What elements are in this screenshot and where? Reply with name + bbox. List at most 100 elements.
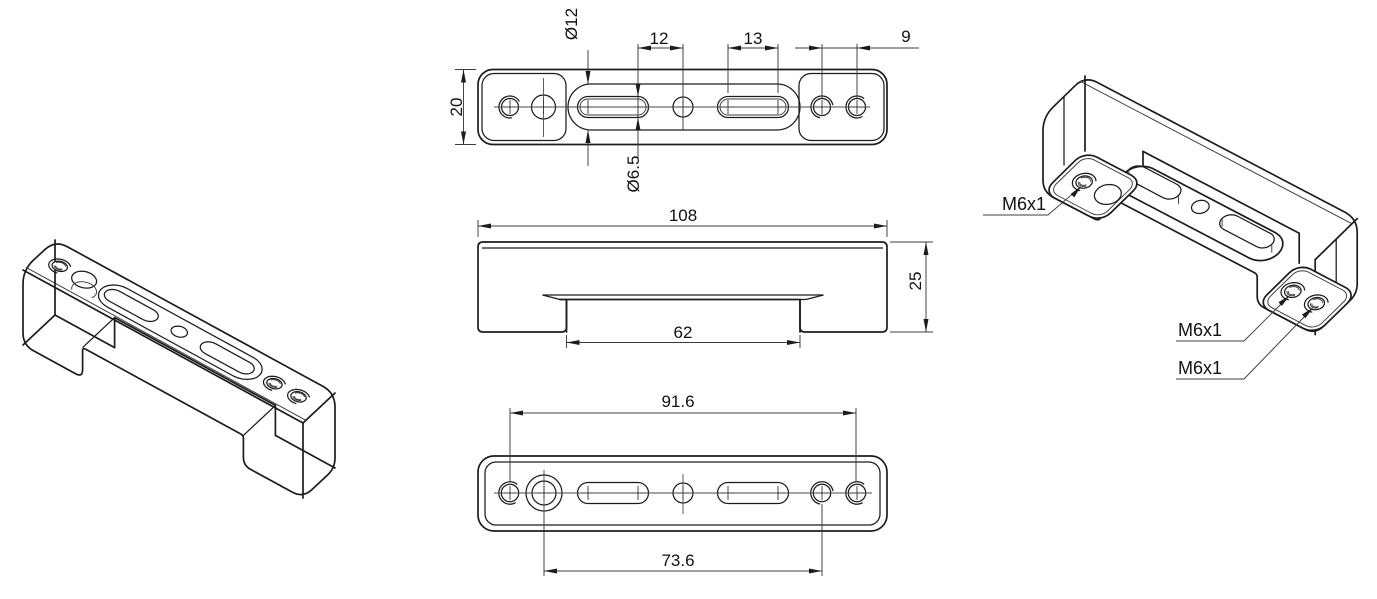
slot-2 <box>199 341 255 375</box>
foot-bottom-edge <box>54 314 116 349</box>
dim-bottom-inner-pitch: 73.6 <box>661 551 694 570</box>
foot-bottom-edge <box>22 314 56 346</box>
foot-bottom-edge <box>274 434 336 469</box>
dimension-arrowhead <box>510 410 523 416</box>
thread-line <box>55 265 63 270</box>
dimension-arrowhead <box>874 223 887 229</box>
dim-top-spacing-12: 12 <box>650 29 669 48</box>
recess-back-edge <box>113 316 277 407</box>
counterbore-opening <box>1093 183 1122 206</box>
dim-bottom-outer-pitch: 91.6 <box>661 392 694 411</box>
end-top-edge <box>302 392 336 424</box>
recess-back-edge <box>1142 150 1301 235</box>
thread-line <box>1311 303 1319 308</box>
thread-line <box>1286 291 1296 297</box>
dimension-arrowhead <box>670 45 683 51</box>
dimension-arrowhead <box>461 69 466 83</box>
thread-callout-1: M6x1 <box>1002 194 1046 214</box>
dim-top-spacing-9: 9 <box>901 27 910 46</box>
part-outline-top <box>477 68 888 146</box>
dimension-arrowhead <box>923 242 929 255</box>
thread-line <box>293 396 302 401</box>
dimension-arrowhead <box>843 410 856 416</box>
hole-depth-arc <box>71 281 98 299</box>
center-hole <box>1190 199 1210 215</box>
dim-front-height: 25 <box>906 272 925 291</box>
part-outline-front <box>477 241 888 333</box>
dimension-arrowhead <box>728 45 741 51</box>
dimension-arrowhead <box>1301 307 1314 319</box>
dim-top-slot-13: 13 <box>744 29 763 48</box>
bottom-face-edge <box>484 461 881 526</box>
view-front <box>477 220 933 348</box>
dim-top-slot-width: Ø12 <box>562 8 581 40</box>
thread-arc <box>845 95 865 119</box>
thread-line <box>269 382 278 387</box>
thread-line <box>1077 181 1087 187</box>
thread-arc <box>498 95 521 119</box>
slot-2 <box>1219 214 1275 249</box>
dim-top-hole-dia: Ø6.5 <box>624 156 643 193</box>
leader-line <box>1243 298 1288 342</box>
thread-line <box>1312 298 1324 304</box>
top-near-edge <box>22 269 304 424</box>
dimension-arrowhead <box>809 568 822 574</box>
foot-pad-fillet <box>1267 270 1348 328</box>
dimension-arrowhead <box>923 319 929 332</box>
view-isometric-left <box>22 239 336 499</box>
dimension-arrowhead <box>585 71 591 84</box>
view-bottom <box>477 408 888 576</box>
dimension-arrowhead <box>635 117 641 131</box>
thread-outer-arc <box>1071 172 1097 192</box>
dim-front-span: 62 <box>674 323 693 342</box>
thread-line <box>1079 181 1087 186</box>
thread-line <box>1309 303 1319 309</box>
dimension-arrowhead <box>585 130 591 143</box>
dimension-arrowhead <box>857 45 870 51</box>
edge-fillet <box>25 266 307 421</box>
thread-outer-arc <box>286 388 311 405</box>
part-outline-bottom <box>477 455 888 532</box>
dimension-labels: 20 Ø12 12 13 9 Ø6.5 108 25 62 91.6 73.6 … <box>447 8 1222 570</box>
dim-front-length: 108 <box>669 206 697 225</box>
thread-arc <box>498 481 518 505</box>
thread-arc <box>810 481 834 505</box>
thread-outer-arc <box>262 375 286 392</box>
foot-pad-fillet <box>1053 158 1133 216</box>
notch-top-edge <box>242 404 276 436</box>
thread-line <box>53 265 63 271</box>
thread-line <box>294 392 305 398</box>
thread-line <box>292 395 302 401</box>
recess-chamfer <box>542 294 561 301</box>
dimension-arrowhead <box>638 45 651 51</box>
dimension-arrowhead <box>1070 186 1082 198</box>
thread-outer-arc <box>1303 294 1329 313</box>
thread-line <box>55 261 67 267</box>
thread-arc <box>845 481 865 505</box>
thread-line <box>1289 286 1300 291</box>
slot-1 <box>103 288 159 323</box>
dimension-arrowhead <box>566 340 580 345</box>
dimension-arrowhead <box>461 131 466 145</box>
dimension-arrowhead <box>1278 295 1290 306</box>
dimension-arrowhead <box>809 45 822 51</box>
dimension-arrowhead <box>765 45 778 51</box>
thread-callout-3: M6x1 <box>1178 358 1222 378</box>
thread-line <box>270 379 281 385</box>
thread-line <box>1287 291 1296 296</box>
thread-line <box>268 382 278 388</box>
center-hole <box>170 325 189 338</box>
thread-outer-arc <box>48 258 72 274</box>
recess-chamfer <box>805 294 824 301</box>
dim-top-width: 20 <box>447 98 466 117</box>
dimension-arrowhead <box>787 340 800 345</box>
view-isometric-right <box>983 75 1359 380</box>
thread-outer-arc <box>1280 281 1306 301</box>
thread-line <box>1080 176 1092 182</box>
dimension-arrowhead <box>635 83 641 97</box>
thread-callout-2: M6x1 <box>1178 320 1222 340</box>
notch-top-edge <box>82 317 116 349</box>
dimension-arrowhead <box>478 223 491 229</box>
